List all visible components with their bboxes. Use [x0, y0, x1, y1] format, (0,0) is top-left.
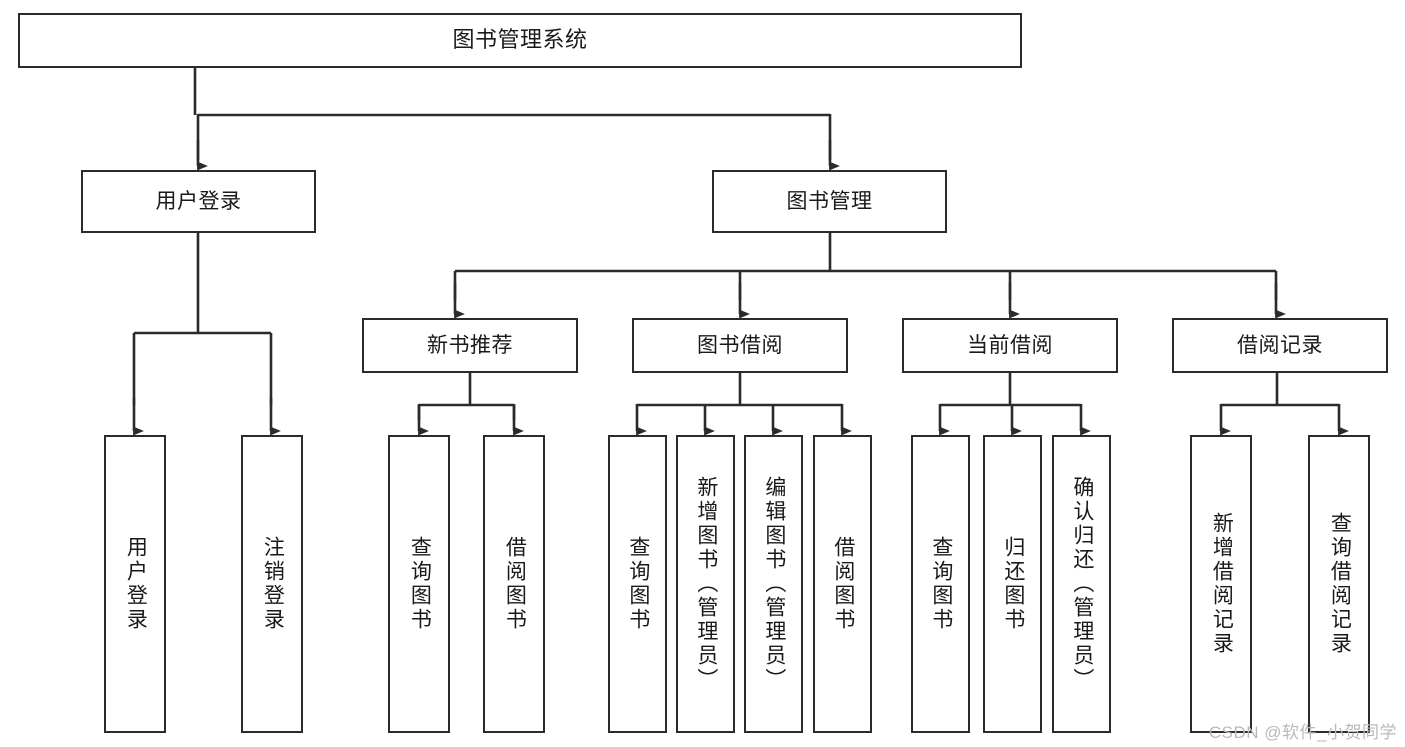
- node-leaf-return-book[interactable]: 归还图书: [983, 435, 1042, 733]
- node-leaf-edit-book[interactable]: 编辑图书（管理员）: [744, 435, 803, 733]
- node-label: 借阅图书: [503, 536, 527, 632]
- node-root-system[interactable]: 图书管理系统: [18, 13, 1022, 68]
- node-leaf-add-book[interactable]: 新增图书（管理员）: [676, 435, 735, 733]
- node-leaf-query-book-2[interactable]: 查询图书: [608, 435, 667, 733]
- node-label: 用户登录: [124, 536, 148, 632]
- node-leaf-borrow-book-1[interactable]: 借阅图书: [483, 435, 545, 733]
- node-label: 图书借阅: [697, 333, 783, 357]
- node-label: 查询图书: [929, 536, 953, 632]
- node-label: 注销登录: [261, 536, 285, 632]
- node-leaf-confirm-return[interactable]: 确认归还（管理员）: [1052, 435, 1111, 733]
- node-label: 确认归还（管理员）: [1070, 476, 1094, 692]
- node-label: 查询图书: [408, 536, 432, 632]
- node-label: 新增借阅记录: [1210, 512, 1234, 656]
- node-label: 新书推荐: [427, 333, 513, 357]
- node-leaf-add-record[interactable]: 新增借阅记录: [1190, 435, 1252, 733]
- node-book-manage[interactable]: 图书管理: [712, 170, 947, 233]
- node-label: 归还图书: [1001, 536, 1025, 632]
- node-book-borrow[interactable]: 图书借阅: [632, 318, 848, 373]
- node-label: 图书管理系统: [452, 27, 588, 53]
- node-label: 新增图书（管理员）: [694, 476, 718, 692]
- node-leaf-query-record[interactable]: 查询借阅记录: [1308, 435, 1370, 733]
- node-label: 查询借阅记录: [1328, 512, 1352, 656]
- node-leaf-borrow-book-2[interactable]: 借阅图书: [813, 435, 872, 733]
- node-current-borrow[interactable]: 当前借阅: [902, 318, 1118, 373]
- node-new-book-rec[interactable]: 新书推荐: [362, 318, 578, 373]
- node-leaf-logout[interactable]: 注销登录: [241, 435, 303, 733]
- node-label: 借阅图书: [831, 536, 855, 632]
- node-label: 查询图书: [626, 536, 650, 632]
- node-label: 借阅记录: [1237, 333, 1323, 357]
- node-label: 编辑图书（管理员）: [762, 476, 786, 692]
- node-leaf-query-book-3[interactable]: 查询图书: [911, 435, 970, 733]
- node-user-login[interactable]: 用户登录: [81, 170, 316, 233]
- watermark: CSDN @软件_小贺同学: [1208, 723, 1397, 742]
- node-leaf-query-book-1[interactable]: 查询图书: [388, 435, 450, 733]
- node-borrow-record[interactable]: 借阅记录: [1172, 318, 1388, 373]
- node-label: 图书管理: [786, 189, 873, 213]
- node-leaf-user-login[interactable]: 用户登录: [104, 435, 166, 733]
- node-label: 用户登录: [155, 189, 242, 213]
- node-label: 当前借阅: [967, 333, 1053, 357]
